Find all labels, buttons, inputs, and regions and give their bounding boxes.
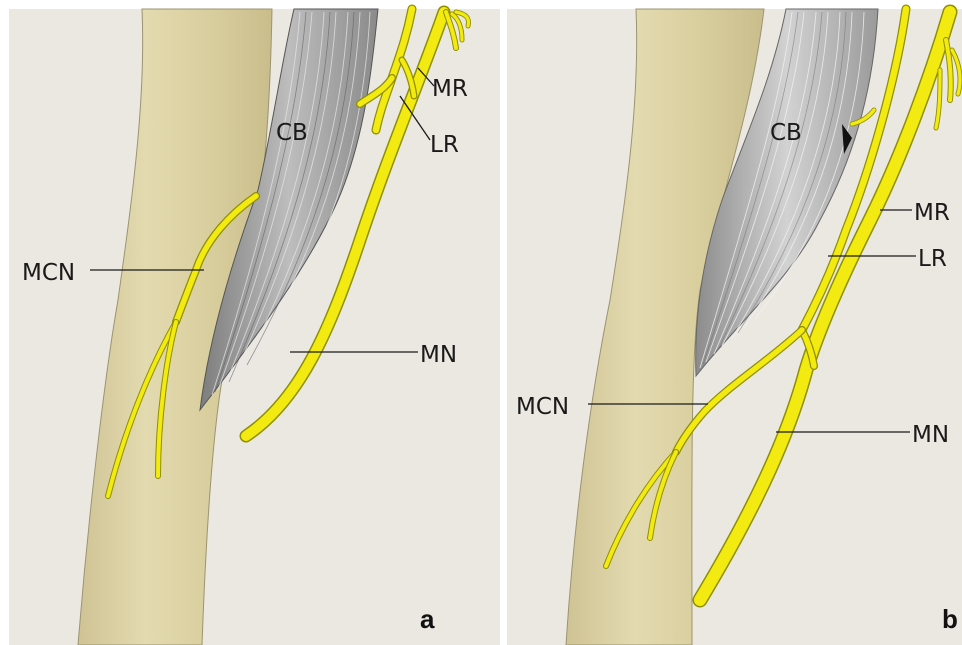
label-cb-a: CB (276, 120, 308, 146)
label-mn-a: MN (420, 342, 457, 368)
panel-letter-a: a (420, 604, 435, 634)
panel-a: CB MR LR MCN MN a (9, 9, 500, 645)
panel-b: CB MR LR MCN MN b (507, 9, 962, 645)
label-mr-b: MR (914, 200, 950, 226)
label-mcn-a: MCN (22, 260, 75, 286)
label-mr-a: MR (432, 76, 468, 102)
label-cb-b: CB (770, 120, 802, 146)
label-lr-b: LR (918, 246, 947, 272)
label-mn-b: MN (912, 422, 949, 448)
panel-letter-b: b (942, 604, 958, 634)
panel-divider (500, 0, 507, 645)
label-mcn-b: MCN (516, 394, 569, 420)
label-lr-a: LR (430, 132, 459, 158)
